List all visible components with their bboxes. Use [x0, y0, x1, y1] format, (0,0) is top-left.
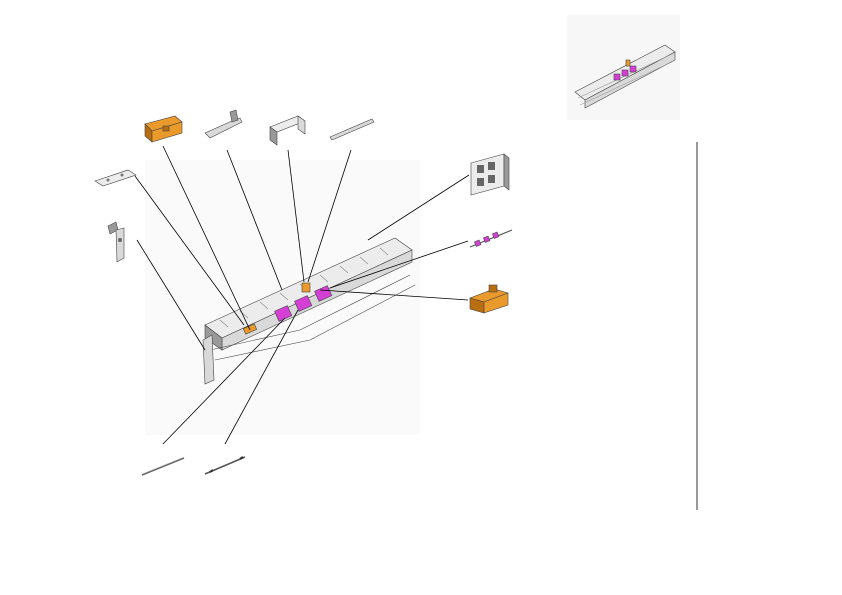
assembly-orange-left	[242, 323, 258, 335]
spring-rod-bottom-right	[204, 456, 246, 475]
main-assembly	[202, 237, 416, 385]
leader-lines	[134, 145, 470, 445]
assembly-orange-mid	[301, 282, 311, 293]
orange-block-right	[469, 284, 509, 314]
mount-plate-left	[94, 169, 137, 187]
orange-bracket-top	[144, 115, 183, 143]
roller-shaft	[469, 229, 513, 248]
guide-rod-top	[329, 118, 375, 141]
frame-panel-right	[470, 153, 510, 196]
side-bracket-left	[107, 221, 125, 263]
lever-arm	[204, 109, 243, 139]
spring-rod-bottom-left	[141, 456, 185, 476]
assembly-roller-magenta	[274, 285, 333, 322]
cover-plate	[269, 115, 306, 146]
overview-thumbnail	[567, 15, 680, 120]
